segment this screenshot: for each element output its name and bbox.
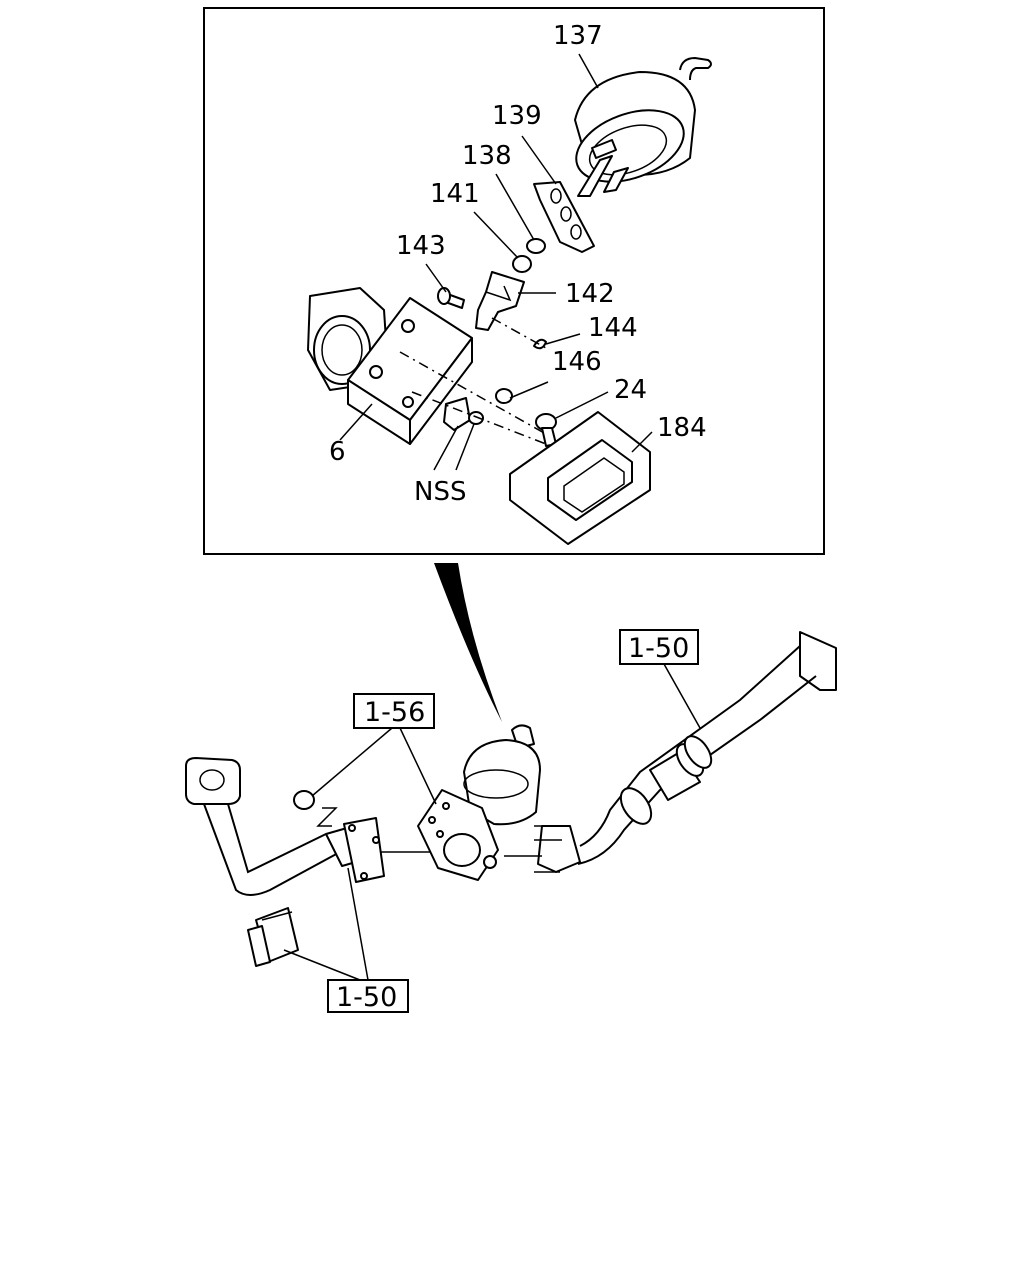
callout-141: 141 [430, 179, 480, 209]
callout-144: 144 [588, 313, 638, 343]
reference-leaders [283, 663, 701, 981]
reference-1-50-right: 1-50 [628, 633, 689, 664]
callout-139: 139 [492, 101, 542, 131]
valve-body-6 [307, 287, 473, 445]
clip-144 [533, 338, 547, 350]
pipe-clamp [247, 907, 299, 967]
callout-142: 142 [565, 279, 615, 309]
callout-6: 6 [329, 437, 346, 467]
rear-exhaust-pipe [534, 631, 837, 873]
callout-184: 184 [657, 413, 707, 443]
callout-138: 138 [462, 141, 512, 171]
callout-137: 137 [553, 21, 603, 51]
nss-nut [468, 411, 484, 425]
callout-nss: NSS [414, 477, 466, 507]
assembly-line [411, 391, 547, 445]
reference-box-1-56: 1-56 [353, 693, 435, 729]
exhaust-brake-valve-assembly [417, 724, 541, 881]
reference-box-1-50-right: 1-50 [619, 629, 699, 665]
inset-leaders [339, 53, 653, 471]
callout-24: 24 [614, 375, 647, 405]
assembly-line [491, 317, 547, 349]
callout-146: 146 [552, 347, 602, 377]
flange-nut [293, 790, 338, 827]
callout-143: 143 [396, 231, 446, 261]
detail-pointer-wedge [434, 563, 502, 722]
washer-138 [526, 238, 546, 254]
reference-1-50-bottom: 1-50 [336, 982, 397, 1013]
nut-141 [512, 255, 532, 273]
gasket-hole [570, 224, 582, 240]
nut-146 [495, 388, 513, 404]
gasket-hole [560, 206, 572, 222]
detail-inset-frame [203, 7, 825, 555]
reference-1-56: 1-56 [364, 697, 425, 728]
nss-bracket [443, 397, 471, 431]
front-exhaust-pipe [185, 757, 385, 896]
cover-184 [509, 411, 651, 545]
gasket-hole [550, 188, 562, 204]
assembly-line [399, 351, 547, 435]
lever-arm-142 [475, 271, 525, 331]
bolt-24 [535, 413, 557, 447]
reference-box-1-50-bottom: 1-50 [327, 979, 409, 1013]
vacuum-actuator-137 [574, 57, 712, 197]
gasket-139 [533, 181, 595, 253]
